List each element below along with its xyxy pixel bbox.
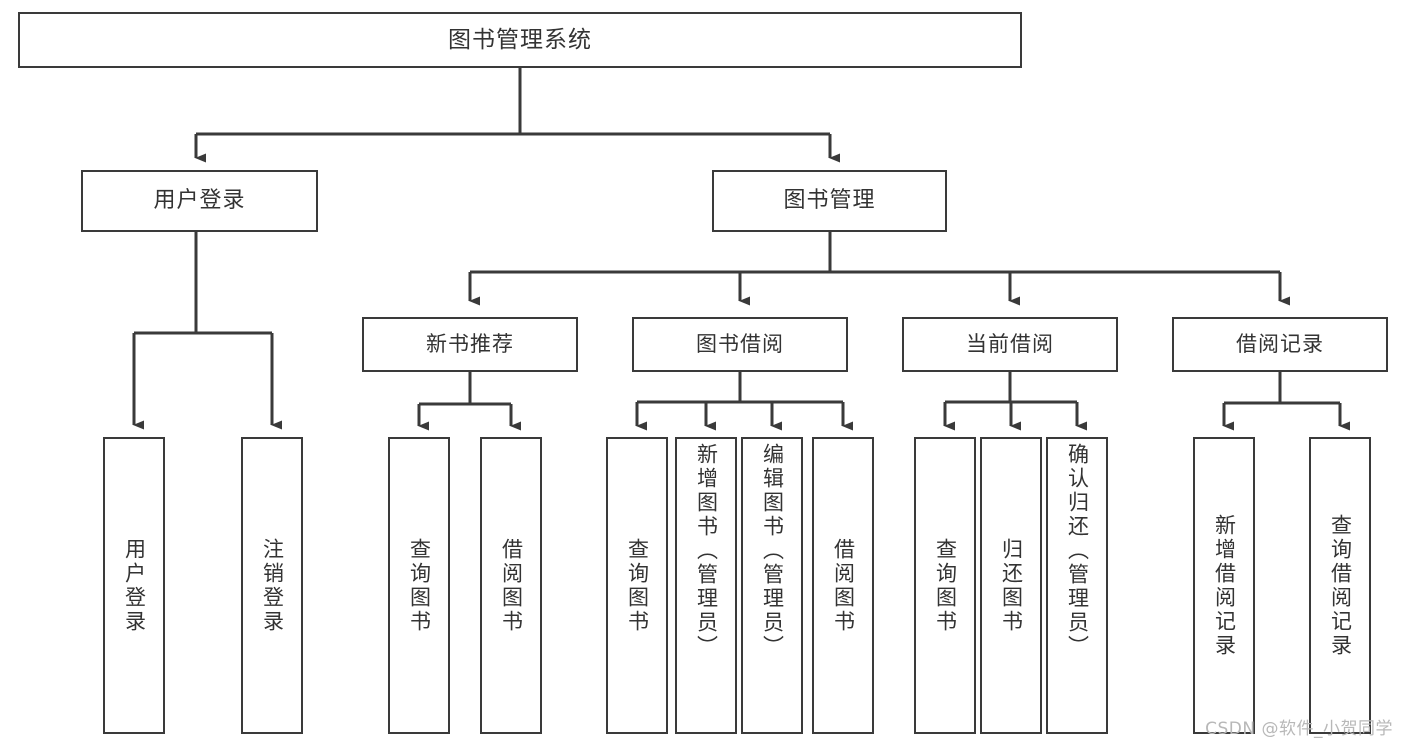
leaf-label: 用户登录 [122, 537, 147, 634]
leaf-label: 新增图书（管理员） [694, 443, 719, 659]
leaf-borrow-book-1[interactable]: 借阅图书 [480, 437, 542, 734]
node-new-book-recommend[interactable]: 新书推荐 [362, 317, 578, 372]
node-label: 当前借阅 [966, 332, 1054, 357]
leaf-edit-book[interactable]: 编辑图书（管理员） [741, 437, 803, 734]
leaf-borrow-book-2[interactable]: 借阅图书 [812, 437, 874, 734]
leaf-add-book[interactable]: 新增图书（管理员） [675, 437, 737, 734]
leaf-return-book[interactable]: 归还图书 [980, 437, 1042, 734]
leaf-query-record[interactable]: 查询借阅记录 [1309, 437, 1371, 734]
node-label: 图书借阅 [696, 332, 784, 357]
leaf-label: 注销登录 [260, 537, 285, 634]
node-label: 借阅记录 [1236, 332, 1324, 357]
node-borrow-record[interactable]: 借阅记录 [1172, 317, 1388, 372]
node-current-borrow[interactable]: 当前借阅 [902, 317, 1118, 372]
leaf-label: 查询图书 [625, 537, 650, 634]
node-label: 图书管理 [783, 188, 876, 214]
leaf-user-login[interactable]: 用户登录 [103, 437, 165, 734]
leaf-label: 查询借阅记录 [1328, 513, 1353, 658]
leaf-confirm-return[interactable]: 确认归还（管理员） [1046, 437, 1108, 734]
leaf-add-record[interactable]: 新增借阅记录 [1193, 437, 1255, 734]
leaf-label: 借阅图书 [831, 537, 856, 634]
leaf-label: 归还图书 [999, 537, 1024, 634]
leaf-label: 查询图书 [933, 537, 958, 634]
node-book-management[interactable]: 图书管理 [712, 170, 947, 232]
leaf-label: 编辑图书（管理员） [760, 443, 785, 659]
leaf-label: 借阅图书 [499, 537, 524, 634]
leaf-logout-login[interactable]: 注销登录 [241, 437, 303, 734]
node-label: 图书管理系统 [448, 26, 592, 53]
node-label: 新书推荐 [426, 332, 514, 357]
node-book-management-system[interactable]: 图书管理系统 [18, 12, 1022, 68]
leaf-label: 确认归还（管理员） [1065, 443, 1090, 659]
leaf-query-book-2[interactable]: 查询图书 [606, 437, 668, 734]
watermark: CSDN @软件_小贺同学 [1205, 719, 1393, 739]
leaf-label: 新增借阅记录 [1212, 513, 1237, 658]
node-book-borrow[interactable]: 图书借阅 [632, 317, 848, 372]
node-user-login[interactable]: 用户登录 [81, 170, 318, 232]
node-label: 用户登录 [153, 188, 246, 214]
leaf-query-book-1[interactable]: 查询图书 [388, 437, 450, 734]
leaf-label: 查询图书 [407, 537, 432, 634]
leaf-query-book-3[interactable]: 查询图书 [914, 437, 976, 734]
